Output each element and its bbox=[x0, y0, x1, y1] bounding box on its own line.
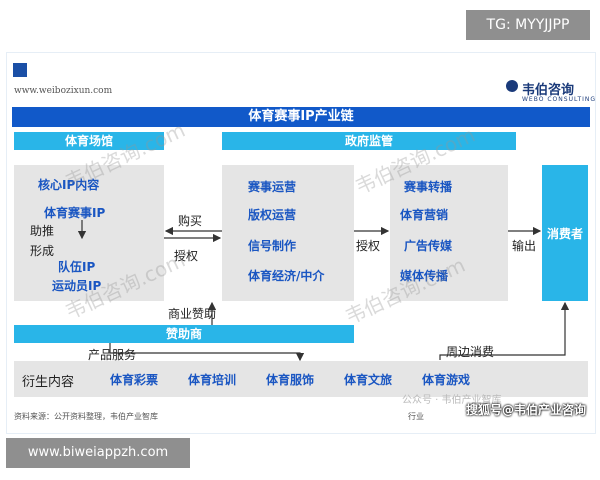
output-label: 输出 bbox=[512, 239, 537, 253]
deriv-item-3: 体育文旅 bbox=[344, 373, 393, 387]
band-sponsor: 赞助商 bbox=[14, 325, 354, 343]
license-label-1: 授权 bbox=[174, 249, 199, 263]
corner-square bbox=[13, 63, 27, 77]
deriv-item-2: 体育服饰 bbox=[266, 373, 315, 387]
consumer-box: 消费者 bbox=[542, 165, 588, 301]
derivatives-bar bbox=[14, 361, 588, 397]
source-note: 资料来源：公开资料整理，韦伯产业智库 bbox=[14, 412, 158, 421]
logo-sub: WEBO CONSULTING bbox=[522, 96, 597, 103]
right-item-1: 体育营销 bbox=[400, 208, 449, 222]
buy-label: 购买 bbox=[178, 214, 203, 228]
sponsorship-label: 商业赞助 bbox=[168, 307, 217, 321]
deriv-item-0: 体育彩票 bbox=[110, 373, 159, 387]
left-panel bbox=[14, 165, 164, 301]
telegram-tag: TG: MYYJJPP bbox=[466, 10, 590, 40]
logo-icon bbox=[506, 80, 518, 92]
right-panel bbox=[390, 165, 508, 301]
core-ip: 核心IP内容 bbox=[38, 178, 100, 192]
site-tag: www.biweiappzh.com bbox=[6, 438, 190, 468]
derivatives-label: 衍生内容 bbox=[22, 375, 75, 390]
right-item-0: 赛事转播 bbox=[404, 180, 453, 194]
site-url: www.weibozixun.com bbox=[14, 86, 113, 96]
push-label: 助推 bbox=[30, 224, 55, 238]
team-ip: 队伍IP bbox=[58, 260, 96, 274]
band-sports-venue: 体育场馆 bbox=[14, 132, 164, 150]
middle-panel bbox=[222, 165, 354, 301]
event-ip: 体育赛事IP bbox=[44, 206, 106, 220]
mid-item-0: 赛事运营 bbox=[248, 180, 297, 194]
arrow-peripheral bbox=[439, 301, 570, 360]
athlete-ip: 运动员IP bbox=[52, 279, 102, 293]
wechat-mark: 公众号 · 韦伯产业智库 bbox=[402, 395, 502, 406]
arrow-product-service bbox=[109, 343, 305, 362]
mid-item-2: 信号制作 bbox=[248, 239, 297, 253]
mid-item-1: 版权运营 bbox=[248, 208, 297, 222]
deriv-item-1: 体育培训 bbox=[188, 373, 237, 387]
band-gov: 政府监管 bbox=[222, 132, 516, 150]
industry-note: 行业 bbox=[408, 412, 424, 421]
right-item-3: 媒体传播 bbox=[400, 269, 449, 283]
sohu-tag: 搜狐号@韦伯产业咨询 bbox=[466, 403, 587, 417]
logo-name: 韦伯咨询 bbox=[522, 83, 575, 98]
form-label: 形成 bbox=[30, 244, 55, 258]
product-service-label: 产品服务 bbox=[88, 348, 137, 362]
mid-item-3: 体育经济/中介 bbox=[248, 269, 325, 283]
deriv-item-4: 体育游戏 bbox=[422, 373, 471, 387]
diagram-title: 体育赛事IP产业链 bbox=[12, 107, 590, 127]
license-label-2: 授权 bbox=[356, 239, 381, 253]
right-item-2: 广告传媒 bbox=[404, 239, 453, 253]
